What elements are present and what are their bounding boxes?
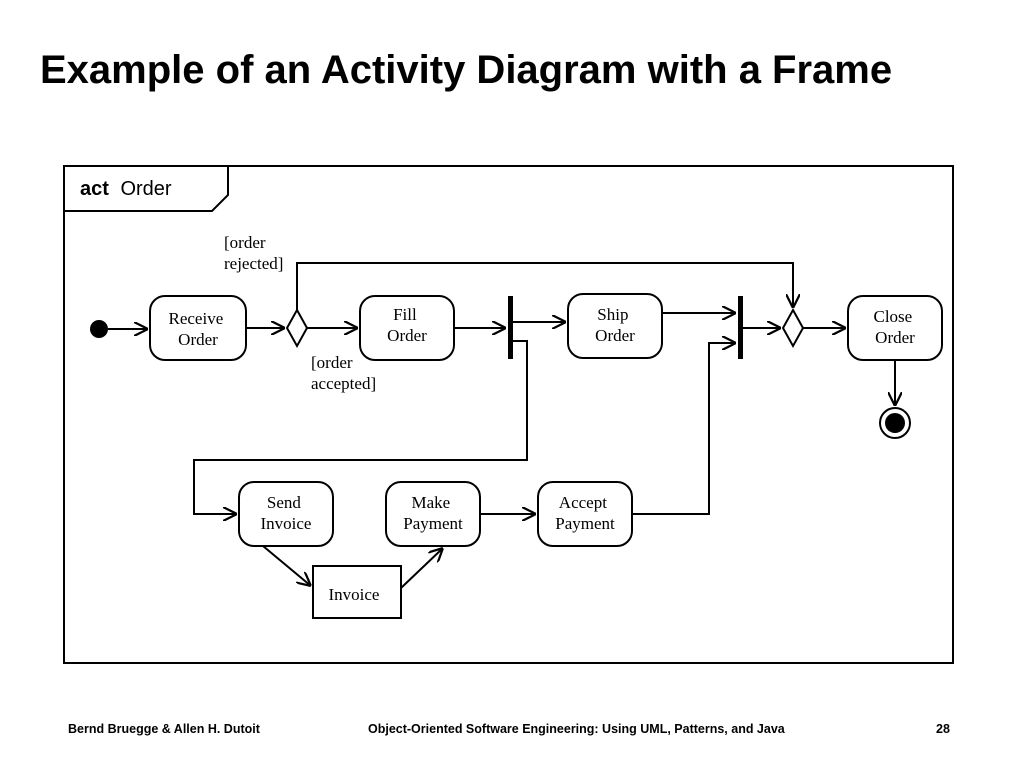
guard-order-rejected: [order rejected]: [224, 233, 283, 273]
frame-tab: [64, 166, 229, 212]
slide-title: Example of an Activity Diagram with a Fr…: [40, 48, 893, 92]
final-node: [879, 407, 911, 439]
flow-fork-to-send-invoice: [193, 340, 528, 514]
activity-ship-order: [567, 293, 663, 359]
fork-bar: [508, 296, 513, 359]
flow-send-to-invoice-object: [262, 545, 311, 586]
flow-accept-to-join: [632, 343, 736, 515]
activity-receive-order: [149, 295, 247, 361]
flow-invoice-object-to-make-payment: [400, 548, 443, 589]
object-node-invoice: [312, 565, 402, 619]
join-bar: [738, 296, 743, 359]
guard-order-accepted: [order accepted]: [311, 353, 376, 393]
object-node-invoice-label: Invoice: [329, 585, 380, 604]
frame-keyword: act: [80, 178, 109, 200]
merge-node: [781, 307, 805, 349]
frame-border: [63, 165, 954, 664]
activity-send-invoice: [238, 481, 334, 547]
frame-label: act Order: [80, 178, 172, 200]
frame-name: Order: [120, 178, 171, 200]
initial-node: [90, 320, 108, 338]
activity-receive-order-label: Receive Order: [169, 309, 228, 349]
activity-send-invoice-label: Send Invoice: [261, 493, 312, 533]
activity-ship-order-label: Ship Order: [595, 305, 635, 345]
footer-page-number: 28: [936, 722, 950, 736]
footer-book-title: Object-Oriented Software Engineering: Us…: [368, 722, 785, 736]
flow-rejected-to-merge: [296, 262, 793, 310]
activity-make-payment-label: Make Payment: [403, 493, 463, 533]
activity-close-order-label: Close Order: [874, 307, 917, 347]
activity-accept-payment-label: Accept Payment: [555, 493, 615, 533]
decision-node: [285, 307, 309, 349]
activity-fill-order-label: Fill Order: [387, 305, 427, 345]
footer-authors: Bernd Bruegge & Allen H. Dutoit: [68, 722, 260, 736]
